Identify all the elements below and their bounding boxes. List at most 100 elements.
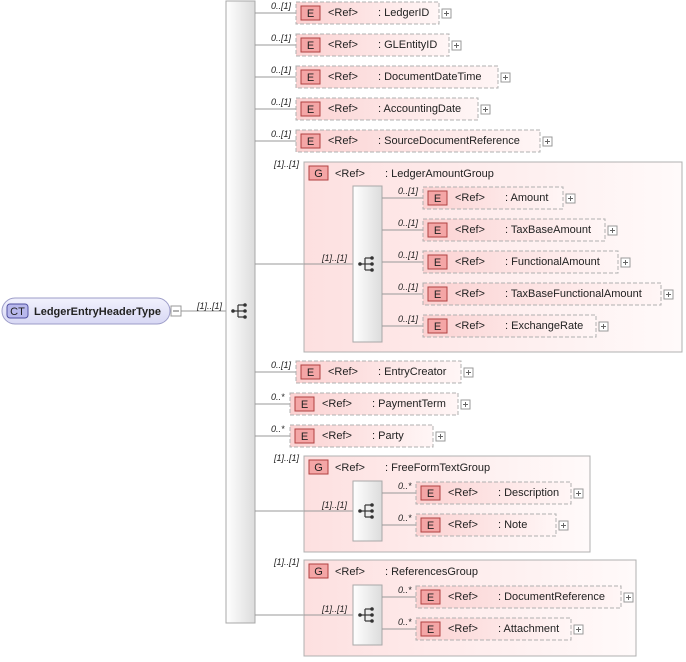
group-badge-label: G: [314, 566, 323, 578]
element-badge: [300, 133, 321, 149]
ref-label: <Ref>: [328, 71, 358, 83]
element-name: : Party: [372, 430, 404, 442]
group-node[interactable]: [1]..[1]G<Ref>: FreeFormTextGroup[1]..[1…: [255, 453, 591, 553]
sequence-cardinality: [1]..[1]: [321, 604, 348, 614]
element-node[interactable]: E<Ref>: GLEntityID: [295, 33, 462, 57]
plus-icon: [454, 43, 459, 48]
expand-toggle[interactable]: [435, 431, 446, 442]
group-node[interactable]: [1]..[1]G<Ref>: ReferencesGroup[1]..[1]0…: [255, 557, 637, 657]
element-badge-label: E: [301, 399, 308, 411]
plus-icon: [466, 370, 471, 375]
element-node[interactable]: E<Ref>: Attachment: [415, 617, 584, 641]
expand-toggle[interactable]: [607, 225, 618, 236]
cardinality-label: 0..*: [398, 585, 412, 595]
ref-label: <Ref>: [455, 256, 485, 268]
element-node[interactable]: E <Ref> : FunctionalAmount: [422, 250, 631, 274]
element-badge-label: E: [307, 367, 314, 379]
expand-toggle[interactable]: [565, 193, 576, 204]
cardinality-label: 0..*: [271, 424, 285, 434]
expand-toggle[interactable]: [460, 399, 471, 410]
element-badge: [294, 428, 315, 444]
element-node[interactable]: E<Ref>: ExchangeRate: [422, 314, 609, 338]
element-name: : GLEntityID: [378, 39, 437, 51]
element-badge: [427, 286, 448, 302]
element-name: : SourceDocumentReference: [378, 135, 520, 147]
element-name: : EntryCreator: [378, 366, 447, 378]
expand-toggle[interactable]: [500, 72, 511, 83]
plus-icon: [601, 324, 606, 329]
plus-icon: [463, 402, 468, 407]
element-badge: [294, 396, 315, 412]
element-badge-label: E: [301, 431, 308, 443]
element-name: : FunctionalAmount: [505, 256, 600, 268]
ref-label: <Ref>: [335, 566, 365, 578]
expand-toggle[interactable]: [542, 136, 553, 147]
plus-icon: [576, 491, 581, 496]
expand-toggle[interactable]: [573, 488, 584, 499]
expand-toggle[interactable]: [451, 40, 462, 51]
element-node[interactable]: E<Ref>: TaxBaseAmount: [422, 218, 618, 242]
element-badge: [420, 589, 441, 605]
plus-icon: [568, 196, 573, 201]
plus-icon: [626, 595, 631, 600]
expand-toggle[interactable]: [463, 367, 474, 378]
element-node[interactable]: E<Ref>: Description: [415, 481, 584, 505]
plus-icon: [545, 139, 550, 144]
sequence-icon: [358, 256, 374, 272]
element-badge-label: E: [434, 193, 441, 205]
element-name: : Attachment: [498, 623, 559, 635]
element-node[interactable]: E<Ref>: DocumentReference: [415, 585, 634, 609]
cardinality-label: 0..[1]: [398, 186, 419, 196]
element-node[interactable]: E<Ref>: PaymentTerm: [289, 392, 471, 416]
element-badge: [427, 318, 448, 334]
element-badge-label: E: [434, 257, 441, 269]
sequence-icon: [358, 503, 374, 519]
root-complex-type[interactable]: CT LedgerEntryHeaderType: [1, 297, 171, 325]
element-badge-label: E: [434, 225, 441, 237]
group-badge-label: G: [314, 462, 323, 474]
expand-toggle[interactable]: [441, 8, 452, 19]
element-badge-label: E: [427, 488, 434, 500]
plus-icon: [444, 11, 449, 16]
element-node[interactable]: E<Ref>: EntryCreator: [295, 360, 474, 384]
main-sequence-compositor[interactable]: [225, 0, 256, 624]
plus-icon: [666, 292, 671, 297]
plus-icon: [438, 434, 443, 439]
group-badge: [308, 563, 329, 579]
expand-toggle[interactable]: [598, 321, 609, 332]
cardinality-label: 0..[1]: [271, 65, 292, 75]
element-node[interactable]: E<Ref>: TaxBaseFunctionalAmount: [422, 282, 674, 306]
root-cardinality: [1]..[1]: [196, 301, 223, 311]
sequence-cardinality: [1]..[1]: [321, 500, 348, 510]
element-badge: [420, 485, 441, 501]
element-node[interactable]: E<Ref>: DocumentDateTime: [295, 65, 511, 89]
plus-icon: [623, 260, 628, 265]
expand-toggle[interactable]: [480, 104, 491, 115]
expand-toggle[interactable]: [558, 520, 569, 531]
ref-label: <Ref>: [322, 398, 352, 410]
cardinality-label: 0..[1]: [271, 97, 292, 107]
element-node[interactable]: E<Ref>: AccountingDate: [295, 97, 491, 121]
element-name: : Amount: [505, 192, 548, 204]
element-node[interactable]: E<Ref>: Amount: [422, 186, 576, 210]
element-node[interactable]: E<Ref>: Party: [289, 424, 446, 448]
ref-label: <Ref>: [328, 39, 358, 51]
element-name: : LedgerID: [378, 7, 429, 19]
element-node[interactable]: E<Ref>: SourceDocumentReference: [295, 129, 553, 153]
root-collapse-toggle[interactable]: [170, 305, 182, 317]
cardinality-label: 0..[1]: [271, 129, 292, 139]
expand-toggle[interactable]: [623, 592, 634, 603]
cardinality-label: 0..*: [398, 513, 412, 523]
ref-label: <Ref>: [335, 462, 365, 474]
expand-toggle[interactable]: [663, 289, 674, 300]
element-badge: [300, 69, 321, 85]
group-badge-label: G: [314, 168, 323, 180]
expand-toggle[interactable]: [573, 624, 584, 635]
group-badge: [308, 165, 329, 181]
ref-label: <Ref>: [335, 168, 365, 180]
group-node[interactable]: [1]..[1]G<Ref>: LedgerAmountGroup[1]..[1…: [255, 159, 683, 353]
element-name: : TaxBaseAmount: [505, 224, 591, 236]
expand-toggle[interactable]: [620, 257, 631, 268]
element-node[interactable]: E<Ref>: Note: [415, 513, 569, 537]
element-node[interactable]: E<Ref>: LedgerID: [295, 1, 452, 25]
